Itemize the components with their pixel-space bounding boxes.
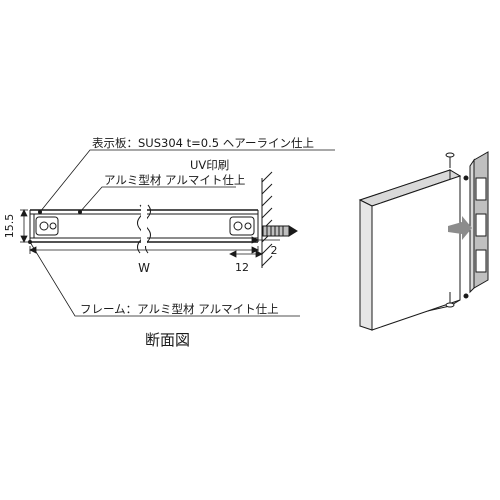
face-plate-label: 表示板：SUS304 t=0.5 ヘアーライン仕上 (92, 136, 314, 150)
wall-bracket (469, 151, 489, 294)
leader-dots (28, 210, 82, 244)
section-title: 断面図 (145, 331, 190, 349)
panel-3d-view (358, 169, 462, 331)
height-dimension: 15.5 (3, 214, 16, 239)
uv-print-label: UV印刷 (190, 158, 229, 172)
mount-arrow (448, 216, 472, 240)
width-dimension: W (138, 261, 150, 275)
frame-label: フレーム：アルミ型材 アルマイト仕上 (80, 302, 279, 316)
dimension-lines (20, 209, 280, 258)
aluminum-profile-label: アルミ型材 アルマイト仕上 (104, 173, 245, 187)
break-gap (141, 206, 147, 246)
offset-2-dimension: 2 (271, 244, 278, 257)
leader-lines (29, 149, 335, 317)
bracket-screws (445, 152, 469, 308)
offset-12-dimension: 12 (235, 261, 249, 274)
wall-screw (262, 225, 298, 237)
profile-section (29, 204, 259, 254)
